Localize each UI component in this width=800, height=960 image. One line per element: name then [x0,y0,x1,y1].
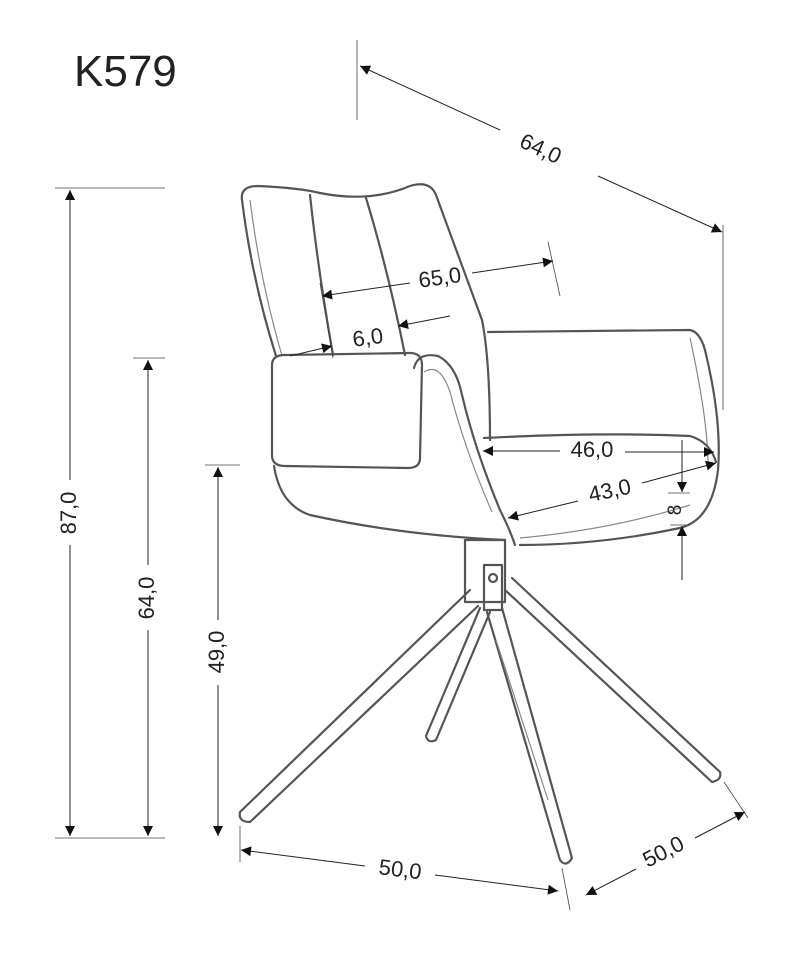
seat-depth-label: 43,0 [586,474,633,507]
back-channel-label: 6,0 [351,323,385,352]
dimension-armrest-height: 64,0 [133,357,165,836]
height-total-label: 87,0 [56,492,81,535]
base-width-label: 50,0 [377,854,423,884]
base-depth-label: 50,0 [638,831,688,873]
seat-height-label: 49,0 [204,631,229,674]
depth-total-label: 64,0 [516,128,565,169]
seat-cushion-label: 8 [665,505,686,516]
dimension-seat-height: 49,0 [204,464,240,836]
dimension-base-depth: 50,0 [585,781,749,896]
dimension-back-width: 65,0 [319,241,561,359]
armrest-height-label: 64,0 [134,577,159,620]
chair-outline [238,183,722,865]
seat-width-label: 46,0 [571,437,614,462]
dimension-seat-cushion: 8 [665,440,690,580]
model-title: K579 [74,47,177,96]
dimension-depth-total: 64,0 [356,40,724,410]
dimension-base-width: 50,0 [239,826,571,911]
dimension-seat-width: 46,0 [483,437,714,462]
dimension-height-total: 87,0 [55,187,165,839]
dimension-back-channel: 6,0 [289,315,451,357]
back-width-label: 65,0 [417,262,463,293]
